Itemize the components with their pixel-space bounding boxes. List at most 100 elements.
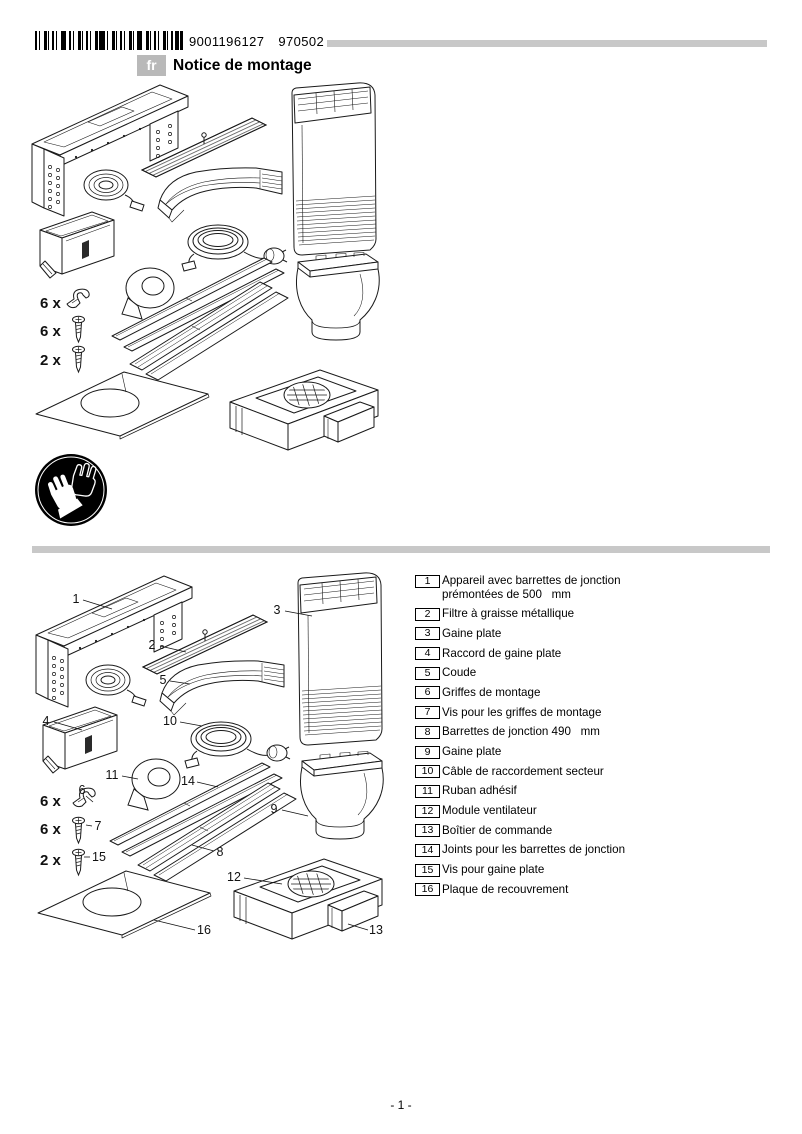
part-label: Gaine plate xyxy=(442,745,502,758)
callout-11: 11 xyxy=(106,768,119,782)
cable-coil-drawing xyxy=(83,169,145,212)
part-label: Raccord de gaine plate xyxy=(442,646,562,660)
callout-3: 3 xyxy=(274,603,281,617)
part-label: Vis pour les griffes de montage xyxy=(442,705,602,719)
part-number-box: 4 xyxy=(415,647,440,661)
part-number-box: 6 xyxy=(415,686,440,700)
flat-duct-drawing xyxy=(297,572,383,746)
section-divider xyxy=(32,546,770,553)
part-number-box: 13 xyxy=(415,824,440,838)
duct-connector-drawing xyxy=(42,706,118,774)
page-number: - 1 - xyxy=(390,1098,412,1112)
screw-icon xyxy=(72,315,85,343)
page-title: Notice de montage xyxy=(173,57,312,74)
callout-9: 9 xyxy=(271,802,278,816)
screw-icon xyxy=(72,345,85,373)
part-label: Barrettes de jonction 490 mm xyxy=(442,725,600,739)
header-rule xyxy=(327,40,767,47)
language-badge: fr xyxy=(137,55,166,76)
callout-14: 14 xyxy=(181,774,195,788)
part-number-box: 5 xyxy=(415,666,440,680)
quantity-label: 2 x xyxy=(40,352,62,369)
part-number-box: 9 xyxy=(415,745,440,759)
part-label: Gaine plate xyxy=(442,626,502,640)
round-duct-adapter-drawing xyxy=(299,751,384,840)
part-label: Griffes de montage xyxy=(442,685,541,699)
quantity-label: 2 x xyxy=(40,852,62,869)
round-duct-adapter-drawing xyxy=(295,252,380,341)
callout-16: 16 xyxy=(197,923,211,937)
part-label: Appareil avec barrettes de jonction prém… xyxy=(442,574,621,601)
part-label: Plaque de recouvrement xyxy=(442,882,569,896)
quantity-label: 6 x xyxy=(40,295,62,312)
callout-leader-lines xyxy=(53,599,369,931)
screw-icon xyxy=(72,848,85,876)
part-label: Coude xyxy=(442,666,477,680)
elbow-duct-drawing xyxy=(159,660,285,716)
callout-13: 13 xyxy=(369,923,383,937)
barcode-text: 9001196127 970502 xyxy=(189,34,324,49)
quantity-label: 6 x xyxy=(40,323,62,340)
part-number-box: 14 xyxy=(415,843,440,857)
barcode-icon xyxy=(35,31,183,50)
part-number-box: 2 xyxy=(415,607,440,621)
callout-8: 8 xyxy=(217,845,224,859)
cable-coil-drawing xyxy=(85,664,147,707)
part-number-box: 1 xyxy=(415,574,440,588)
assembly-parts-numbered-diagram: 6 x 6 x 2 x 1 2 3 4 5 6 7 8 9 10 11 12 1… xyxy=(35,572,384,967)
part-number-box: 16 xyxy=(415,883,440,897)
part-label: Boîtier de commande xyxy=(442,823,553,837)
power-cord-drawing xyxy=(184,721,291,769)
part-number-box: 15 xyxy=(415,863,440,877)
barcode-number: 9001196127 xyxy=(189,34,265,49)
screw-icon xyxy=(72,816,85,844)
part-number-box: 11 xyxy=(415,784,440,798)
callout-5: 5 xyxy=(160,673,167,687)
part-label: Vis pour gaine plate xyxy=(442,863,545,877)
part-number-box: 8 xyxy=(415,725,440,739)
quantity-label: 6 x xyxy=(40,793,62,810)
callout-15: 15 xyxy=(92,850,106,864)
date-code: 970502 xyxy=(278,34,325,49)
adhesive-tape-drawing xyxy=(127,758,181,811)
mounting-clip-icon xyxy=(66,288,90,309)
part-label: Ruban adhésif xyxy=(442,784,517,798)
wear-protective-gloves-icon xyxy=(35,454,107,526)
part-label: Filtre à graisse métallique xyxy=(442,607,575,621)
fan-module-drawing xyxy=(230,370,378,450)
power-cord-drawing xyxy=(181,224,288,272)
callout-12: 12 xyxy=(227,870,241,884)
fan-module-drawing xyxy=(234,859,382,939)
callout-1: 1 xyxy=(73,592,80,606)
part-number-box: 12 xyxy=(415,804,440,818)
part-number-box: 3 xyxy=(415,627,440,641)
elbow-duct-drawing xyxy=(157,167,283,223)
assembly-parts-overview-diagram: 6 x 6 x 2 x xyxy=(31,82,380,454)
callout-2: 2 xyxy=(149,638,156,652)
part-number-box: 7 xyxy=(415,706,440,720)
callout-10: 10 xyxy=(163,714,177,728)
part-label: Joints pour les barrettes de jonction xyxy=(442,843,626,857)
part-number-box: 10 xyxy=(415,765,440,779)
callout-7: 7 xyxy=(95,819,102,833)
callout-4: 4 xyxy=(43,714,50,728)
flat-duct-drawing xyxy=(291,82,377,256)
